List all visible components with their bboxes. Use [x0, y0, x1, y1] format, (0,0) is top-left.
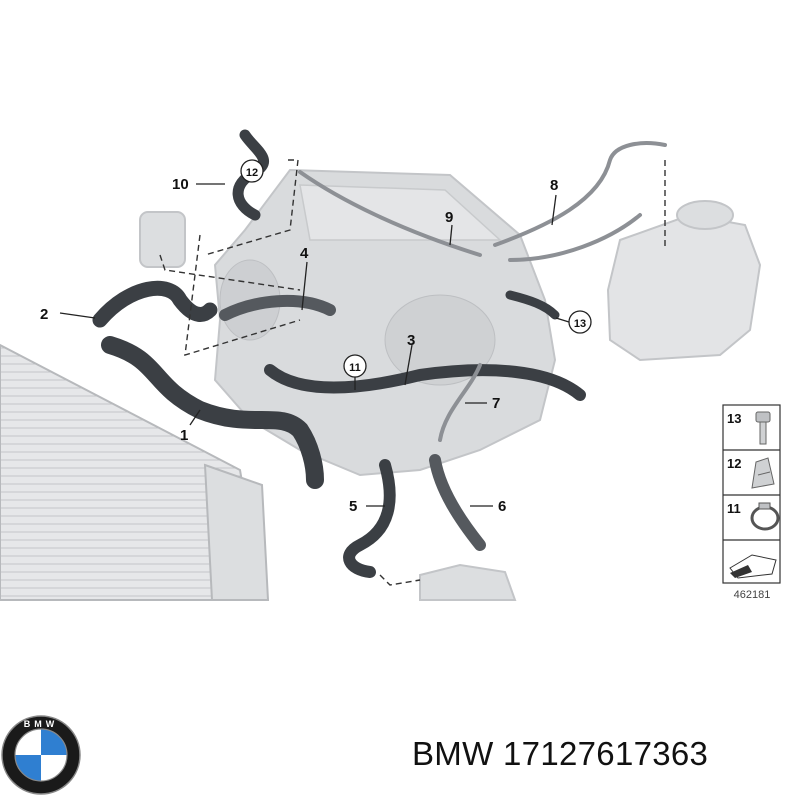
legend-num-12: 12	[727, 456, 741, 471]
radiator	[0, 343, 270, 601]
clip-icon	[751, 457, 775, 489]
callout-2: 2	[40, 306, 48, 323]
bolt-icon	[755, 411, 771, 445]
callout-4: 4	[300, 245, 309, 262]
bmw-roundel-logo: BMW	[1, 715, 81, 795]
callout-8: 8	[550, 177, 558, 194]
callout-11: 11	[349, 362, 361, 374]
callout-10: 10	[172, 176, 189, 193]
callout-5: 5	[349, 498, 357, 515]
engine-block	[213, 168, 557, 477]
legend-num-13: 13	[727, 411, 741, 426]
part-number: 17127617363	[503, 735, 709, 772]
callout-1: 1	[180, 427, 188, 444]
logo-lettering: BMW	[24, 719, 59, 729]
callout-13: 13	[574, 318, 586, 330]
callout-12: 12	[246, 167, 258, 179]
brand-part-label: BMW 17127617363	[412, 735, 708, 773]
brand-name: BMW	[412, 735, 494, 772]
callout-3: 3	[407, 332, 415, 349]
callout-6: 6	[498, 498, 506, 515]
legend-num-11: 11	[727, 501, 741, 516]
fastener-legend: 13 12 11 462181	[722, 404, 781, 601]
callout-7: 7	[492, 395, 500, 412]
aux-pump	[139, 211, 186, 268]
lower-component	[419, 563, 517, 601]
expansion-tank	[606, 200, 762, 362]
callout-9: 9	[445, 209, 453, 226]
callouts: 1 2 3 4 5 6 7 8 9 10 11 12 13	[40, 159, 592, 515]
diagram-reference-number: 462181	[734, 589, 771, 601]
dashed-guides	[159, 159, 666, 586]
hose-clamp-icon	[750, 502, 780, 531]
leader-lines	[59, 183, 570, 507]
hoses	[92, 129, 667, 578]
direction-arrow-icon	[729, 554, 777, 579]
